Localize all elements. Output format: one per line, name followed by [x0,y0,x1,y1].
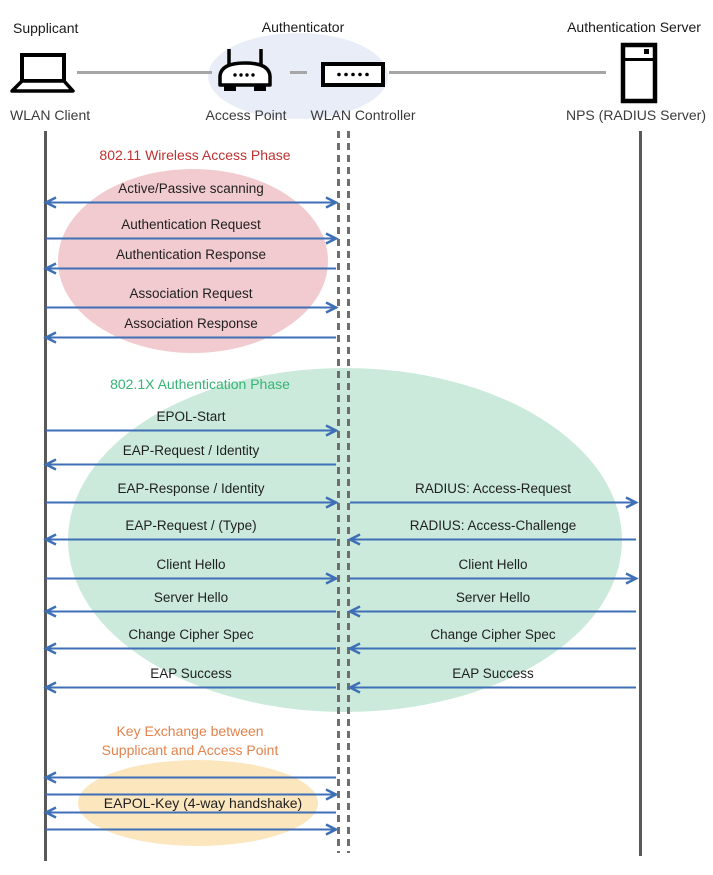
phase3-ellipse [78,760,318,846]
arrowhead-icon [43,642,57,655]
arrowhead-icon [325,196,339,209]
arrowhead-icon [325,823,339,836]
arrowhead-icon [325,232,339,245]
arrowhead-icon [43,806,57,819]
arrowhead-icon [325,788,339,801]
arrowhead-icon [43,533,57,546]
arrowhead-icon [347,533,361,546]
access-point-icon [218,49,272,91]
arrowhead-icon [43,771,57,784]
phase1-ellipse [58,169,328,353]
arrowhead-icon [325,301,339,314]
arrowhead-icon [325,572,339,585]
arrowhead-icon [43,605,57,618]
arrowhead-icon [43,681,57,694]
arrowhead-icon [43,331,57,344]
message-arrows [43,196,639,836]
arrowhead-icon [625,496,639,509]
wlan-controller-icon [321,62,385,87]
arrowhead-icon [347,642,361,655]
arrowhead-icon [43,458,57,471]
arrowhead-icon [43,196,57,209]
arrowhead-icon [347,605,361,618]
arrowhead-icon [625,572,639,585]
arrowhead-icon [347,681,361,694]
arrowhead-icon [325,424,339,437]
laptop-icon [10,53,75,93]
server-icon [620,42,658,104]
arrowhead-icon [325,496,339,509]
arrowhead-icon [43,262,57,275]
